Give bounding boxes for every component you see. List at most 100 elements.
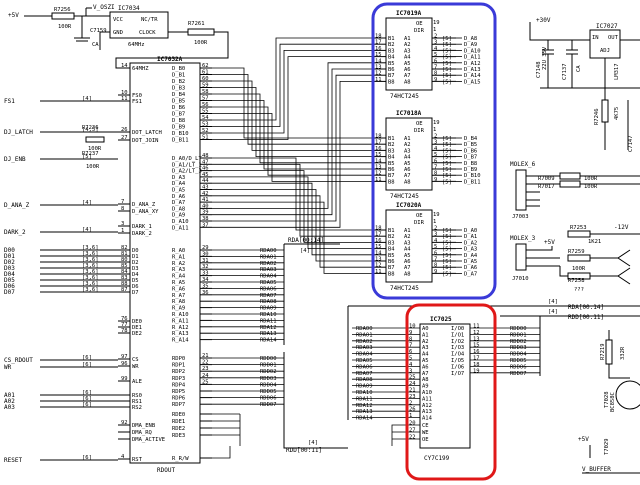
- xcvr-ref-tag: [5]: [442, 142, 452, 148]
- xcvr-b-num: 13: [375, 65, 382, 71]
- pin-num: 39: [202, 210, 209, 216]
- xcvr-b-num: 11: [375, 177, 382, 183]
- pin-name: D_B4: [172, 92, 186, 98]
- bus-wire: [212, 50, 374, 134]
- xcvr-output: D_A14: [464, 73, 481, 79]
- xcvr-ref-tag: [5]: [442, 73, 452, 79]
- pin-num: 82: [121, 245, 128, 251]
- xcvr-b-pin: B4: [388, 247, 395, 253]
- xcvr-dir: DIR: [414, 28, 425, 34]
- pin-num: 97: [121, 354, 128, 360]
- sram-rda-label: RDA13: [356, 409, 373, 415]
- xcvr-pin1: 1: [433, 127, 436, 133]
- sram-a-num: 6: [409, 349, 412, 355]
- pin-num: 56: [202, 102, 209, 108]
- rda-label: RDA11: [260, 318, 277, 324]
- signal-name: WR: [4, 364, 12, 371]
- ic7027-ref: IC7027: [596, 23, 618, 30]
- c7137-ref: C7137: [562, 63, 568, 80]
- pin-num: 88: [121, 281, 128, 287]
- xcvr-a-pin: A3: [404, 148, 411, 154]
- c7159-cap: [74, 16, 90, 42]
- wire: [529, 22, 590, 41]
- rda-bus-right-label: RDA[00:14]: [568, 304, 604, 311]
- sram-rda-label: RDA12: [356, 403, 373, 409]
- signal-name: D03: [4, 265, 15, 272]
- t7029-ref: T7029: [604, 438, 610, 455]
- xcvr-b-num: 18: [375, 34, 382, 40]
- rda-label: RDA02: [260, 261, 277, 267]
- xcvr-a-num: 7: [434, 257, 437, 263]
- sram-a-num: 23: [409, 394, 416, 400]
- xcvr-ref: IC7019A: [396, 10, 422, 17]
- sram-io-pin: I/O4: [451, 352, 465, 358]
- pin-name: D_B3: [172, 86, 185, 92]
- c7147-ref: C7147: [628, 135, 634, 152]
- ic7032a-right-pins: 62D_B061D_B160D_B259D_B358D_B457D_B556D_…: [172, 63, 212, 462]
- signal-bus: [3,6]: [82, 281, 99, 287]
- sram-a-num: 9: [409, 330, 412, 336]
- r7017-ref: R7017: [538, 184, 555, 190]
- r7017-val: 100R: [584, 184, 598, 190]
- xcvr-ref-tag: [5]: [442, 240, 452, 246]
- pin-num: 34: [202, 277, 209, 283]
- xcvr-a-num: 9: [434, 269, 437, 275]
- pin-name: D3: [132, 266, 139, 272]
- sram-a-pin: A11: [422, 396, 432, 402]
- pin-num: 7: [121, 199, 124, 205]
- ic7034-freq: 64MHz: [128, 42, 145, 48]
- xcvr-box: [385, 117, 433, 191]
- molex3-label: MOLEX_3: [510, 235, 536, 242]
- pin-num: 87: [121, 287, 128, 293]
- xcvr-a-pin: A7: [404, 265, 411, 271]
- r7253-resistor: [567, 230, 591, 238]
- pin-num: 81: [121, 251, 128, 257]
- ic7027-out: OUT: [608, 35, 619, 41]
- pin-name: DOT_LATCH: [132, 130, 162, 136]
- signal-bus: [6]: [82, 362, 92, 368]
- xcvr-output: D_A5: [464, 259, 477, 265]
- r7259-val: 100R: [572, 266, 586, 272]
- pin-num: 37: [202, 222, 209, 228]
- sram-a-num: 24: [409, 381, 416, 387]
- xcvr-b-num: 16: [375, 146, 382, 152]
- sram-a-pin: A10: [422, 390, 432, 396]
- bus-wire: [212, 74, 374, 145]
- caps: [540, 40, 640, 89]
- pin-name: D_A9: [172, 213, 185, 219]
- xcvr-type: 74HCT245: [390, 93, 419, 100]
- pin-num: 99: [121, 376, 128, 382]
- rda-label: RDA13: [260, 331, 277, 337]
- xcvr-a-pin: A8: [404, 271, 411, 277]
- sram-rda-label: RDA07: [356, 371, 373, 377]
- pin-name: DE0: [132, 319, 142, 325]
- xcvr-a-num: 4: [434, 146, 438, 152]
- pin-num: 38: [202, 216, 209, 222]
- sram-ref: IC7025: [430, 316, 452, 323]
- bus-wire: [212, 62, 374, 209]
- r7009-ref: R7009: [538, 176, 555, 182]
- sram-rda-label: RDA10: [356, 390, 373, 396]
- xcvr-ref-tag: [5]: [442, 155, 452, 161]
- r7261-resistor: [187, 28, 215, 36]
- pin-name: RDP0: [172, 356, 185, 362]
- pin-num: 80: [121, 257, 128, 263]
- xcvr-output: D_B10: [464, 173, 481, 179]
- minus12v-label: -12V: [614, 224, 629, 231]
- pin-num: 76: [121, 316, 128, 322]
- highlight-transceivers: [371, 2, 497, 300]
- pin-num: 10: [121, 90, 128, 96]
- xcvr-a-num: 8: [434, 71, 437, 77]
- r7246-resistor: [601, 99, 609, 123]
- signal-name: D05: [4, 277, 15, 284]
- signal-name: RESET: [4, 457, 22, 464]
- pin-num: 62: [202, 63, 209, 69]
- xcvr-a-num: 5: [434, 52, 437, 58]
- r7256-val: 100R: [58, 24, 72, 30]
- xcvr-ref-tag: [5]: [442, 42, 452, 48]
- xcvr-output: D_A13: [464, 67, 481, 73]
- xcvr-output: D_A6: [464, 265, 477, 271]
- pin-name: D_B11: [172, 138, 189, 144]
- pin-num: 44: [202, 178, 209, 184]
